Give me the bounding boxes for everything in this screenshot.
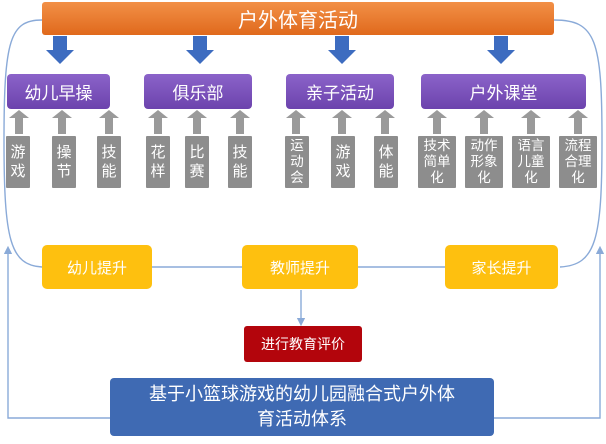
leaf-sports-meet: 运 动 会 [285,136,309,188]
thin-connectors [3,19,605,419]
category-outdoor-class: 户外课堂 [421,74,586,109]
leaf-family-games: 游 戏 [331,136,355,188]
outdoor-sports-title: 户外体育活动 [42,2,554,35]
up-arrows [9,110,588,134]
down-arrow-1 [46,36,74,64]
teacher-improvement: 教师提升 [242,245,358,289]
leaf-fitness: 体 能 [374,136,398,188]
down-arrow-4 [487,36,515,64]
leaf-process-rational: 流程 合理 化 [559,136,597,188]
leaf-club-skills: 技 能 [228,136,252,188]
leaf-action-vivid: 动作 形象 化 [465,136,503,188]
child-improvement: 幼儿提升 [42,245,152,289]
leaf-exercise-section: 操 节 [52,136,76,188]
down-arrow-2 [186,36,214,64]
category-parent-child: 亲子活动 [286,74,394,109]
education-evaluation: 进行教育评价 [244,326,362,362]
leaf-skills: 技 能 [97,136,121,188]
leaf-competition: 比 赛 [185,136,209,188]
category-club: 俱乐部 [144,74,252,109]
down-arrows [46,36,515,64]
down-arrow-3 [328,36,356,64]
activity-system: 基于小篮球游戏的幼儿园融合式户外体育活动体系 [110,378,494,436]
leaf-language-childlike: 语言 儿童 化 [512,136,550,188]
leaf-fancy: 花 样 [146,136,170,188]
category-morning-exercise: 幼儿早操 [7,74,110,109]
activity-system-text: 基于小篮球游戏的幼儿园融合式户外体育活动体系 [149,384,455,430]
leaf-games: 游 戏 [6,136,30,188]
leaf-technique-simplified: 技术 简单 化 [418,136,456,188]
parent-improvement: 家长提升 [445,245,558,289]
